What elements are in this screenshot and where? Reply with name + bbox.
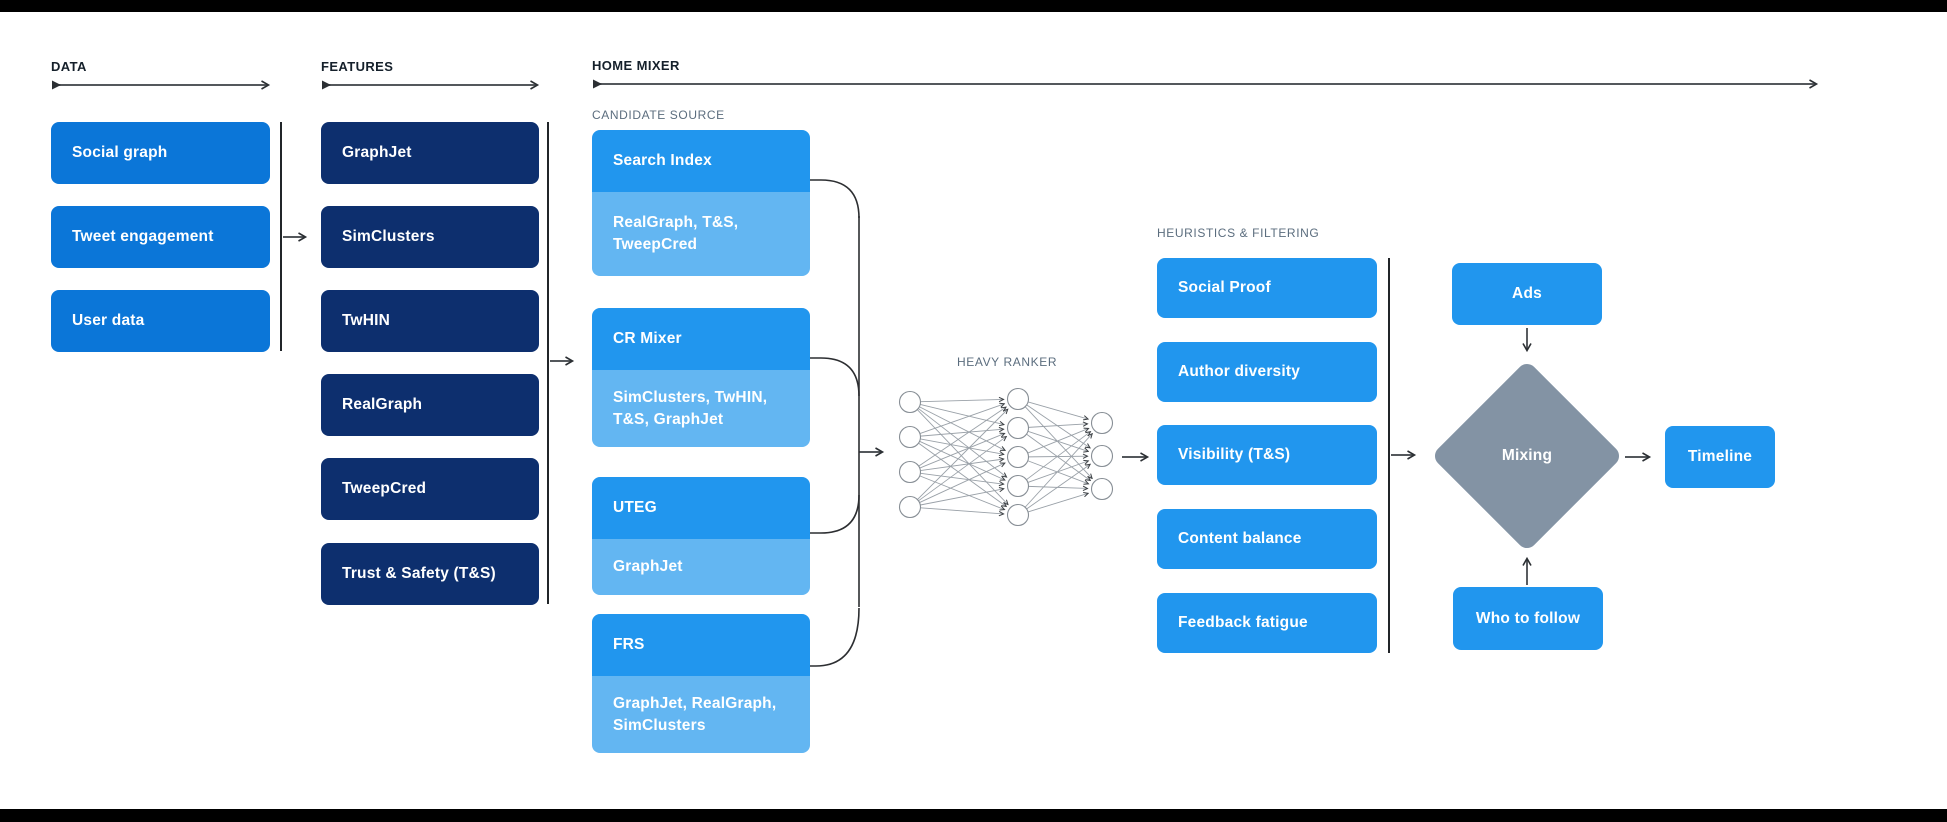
home-mixer-section-heading: HOME MIXER (592, 58, 680, 73)
neuron-node (1006, 445, 1030, 469)
candidate-name: UTEG (592, 477, 810, 539)
search-index-connector (810, 179, 860, 219)
candidate-box-uteg: UTEG GraphJet (592, 477, 810, 595)
feature-box-simclusters: SimClusters (321, 206, 539, 268)
feature-box-twhin: TwHIN (321, 290, 539, 352)
data-box-tweet-engagement: Tweet engagement (51, 206, 270, 268)
who-to-follow-box: Who to follow (1453, 587, 1603, 650)
heavy-ranker-heading: HEAVY RANKER (957, 355, 1058, 369)
candidate-name: Search Index (592, 130, 810, 192)
candidate-name: CR Mixer (592, 308, 810, 370)
data-section-heading: DATA (51, 59, 87, 74)
candidate-name: FRS (592, 614, 810, 676)
candidate-box-search-index: Search Index RealGraph, T&S, TweepCred (592, 130, 810, 276)
candidate-sources: RealGraph, T&S, TweepCred (592, 192, 810, 276)
letterbox-top (0, 0, 1947, 12)
neuron-node (1090, 411, 1114, 435)
neuron-node (898, 425, 922, 449)
data-box-user-data: User data (51, 290, 270, 352)
neuron-node (1006, 474, 1030, 498)
letterbox-bottom (0, 809, 1947, 822)
neuron-node (898, 495, 922, 519)
feature-box-realgraph: RealGraph (321, 374, 539, 436)
feature-box-trust-safety: Trust & Safety (T&S) (321, 543, 539, 605)
neuron-node (898, 390, 922, 414)
neuron-node (1006, 387, 1030, 411)
heuristic-box-feedback-fatigue: Feedback fatigue (1157, 593, 1377, 653)
neuron-node (1006, 416, 1030, 440)
candidate-sources: GraphJet (592, 539, 810, 595)
uteg-connector (810, 494, 860, 534)
neuron-node (898, 460, 922, 484)
candidate-source-heading: CANDIDATE SOURCE (592, 108, 725, 122)
heavy-ranker-network (898, 387, 1114, 527)
ads-box: Ads (1452, 263, 1602, 325)
mixing-label: Mixing (1501, 447, 1553, 464)
candidate-sources: SimClusters, TwHIN, T&S, GraphJet (592, 370, 810, 447)
neuron-node (1090, 444, 1114, 468)
heuristic-box-author-diversity: Author diversity (1157, 342, 1377, 402)
feature-box-graphjet: GraphJet (321, 122, 539, 184)
neuron-node (1006, 503, 1030, 527)
heuristic-box-content-balance: Content balance (1157, 509, 1377, 569)
neuron-node (1090, 477, 1114, 501)
features-section-heading: FEATURES (321, 59, 394, 74)
candidate-sources: GraphJet, RealGraph, SimClusters (592, 676, 810, 753)
cr-mixer-connector (810, 357, 860, 397)
heuristic-box-visibility: Visibility (T&S) (1157, 425, 1377, 485)
heuristics-heading: HEURISTICS & FILTERING (1157, 226, 1320, 240)
data-box-social-graph: Social graph (51, 122, 270, 184)
frs-connector (810, 607, 860, 667)
heuristic-box-social-proof: Social Proof (1157, 258, 1377, 318)
timeline-box: Timeline (1665, 426, 1775, 488)
candidate-box-cr-mixer: CR Mixer SimClusters, TwHIN, T&S, GraphJ… (592, 308, 810, 447)
candidate-box-frs: FRS GraphJet, RealGraph, SimClusters (592, 614, 810, 753)
feature-box-tweepcred: TweepCred (321, 458, 539, 520)
